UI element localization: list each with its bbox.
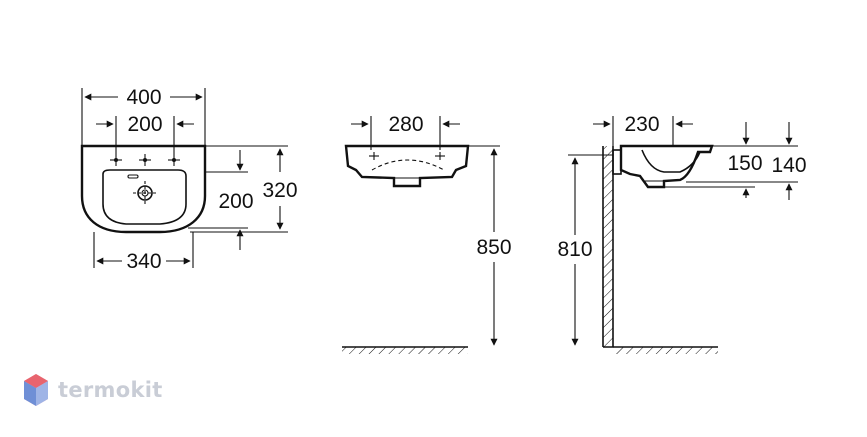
tap-hole-icons (110, 154, 180, 166)
dim-width-overall: 400 (126, 86, 161, 109)
dim-bowl-depth: 200 (218, 190, 253, 213)
side-floor-hatch (613, 347, 718, 354)
top-view: 280 850 (342, 113, 512, 354)
brand-logo-icon (24, 374, 48, 406)
watermark: termokit (22, 372, 163, 408)
basin-inner-bowl (102, 169, 187, 225)
dim-height-850: 850 (476, 236, 511, 259)
wall-hatch (603, 146, 613, 347)
floor-hatch (342, 347, 468, 354)
basin-profile (344, 144, 470, 188)
dim-projection: 230 (624, 113, 659, 136)
dim-bowl-height-150: 150 (727, 152, 762, 175)
brand-name: termokit (58, 378, 163, 402)
dim-height-810: 810 (557, 238, 592, 261)
dim-bowl-height-140: 140 (771, 154, 806, 177)
front-view: 400 200 340 200 320 (80, 86, 298, 273)
basin-outline (80, 144, 207, 234)
dim-top-depth: 280 (388, 113, 423, 136)
overflow-slot (127, 174, 139, 179)
side-view: 230 150 140 810 (557, 113, 807, 354)
dim-bowl-width: 340 (126, 250, 161, 273)
side-basin-profile (619, 144, 714, 189)
dim-tap-spacing: 200 (127, 113, 162, 136)
dim-depth-overall: 320 (262, 179, 297, 202)
